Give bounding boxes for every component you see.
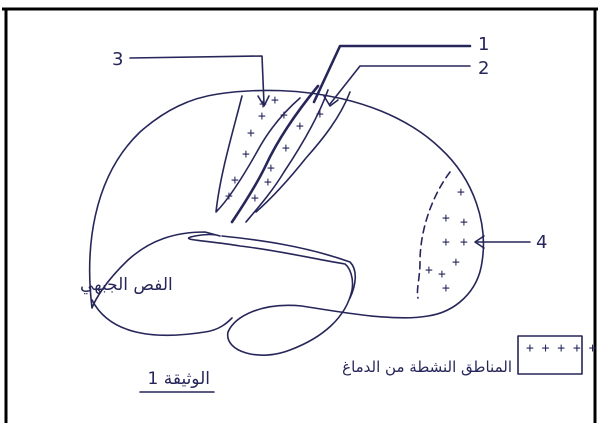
plus-mark: + [258, 109, 266, 124]
document-title: الوثيقة 1 [148, 369, 211, 389]
plus-mark: + [264, 175, 272, 190]
leader-line-3 [130, 56, 264, 104]
plus-mark: + [231, 173, 239, 188]
plus-mark: + [247, 126, 255, 141]
region-2-outer [256, 92, 350, 212]
plus-mark: + [271, 93, 279, 108]
legend-symbol: + + + + + [526, 341, 597, 356]
label-2: 2 [478, 58, 489, 79]
plus-mark: + [452, 255, 460, 270]
plus-mark: + [425, 263, 433, 278]
lateral-sulcus [222, 236, 355, 298]
leader-line-2 [330, 66, 470, 104]
plus-mark: + [242, 147, 250, 162]
plus-mark: + [296, 119, 304, 134]
plus-mark: + [267, 161, 275, 176]
plus-mark: + [457, 185, 465, 200]
plus-mark: + [460, 235, 468, 250]
label-3: 3 [112, 49, 123, 70]
plus-mark: + [316, 107, 324, 122]
legend-label: المناطق النشطة من الدماغ [342, 358, 512, 376]
frontal-lobe-label: الفص الجبهي [80, 275, 173, 295]
plus-mark: + [442, 281, 450, 296]
label-1: 1 [478, 34, 489, 55]
plus-mark: + [442, 235, 450, 250]
plus-mark: + [251, 191, 259, 206]
plus-mark: + [438, 267, 446, 282]
plus-mark: + [442, 211, 450, 226]
label-4: 4 [536, 232, 547, 253]
region-4-plus-marks: + + + + + + + + + [425, 185, 468, 296]
plus-mark: + [282, 141, 290, 156]
plus-mark: + [225, 189, 233, 204]
plus-mark: + [280, 108, 288, 123]
lower-lobe-curve [92, 300, 232, 335]
plus-mark: + [460, 215, 468, 230]
